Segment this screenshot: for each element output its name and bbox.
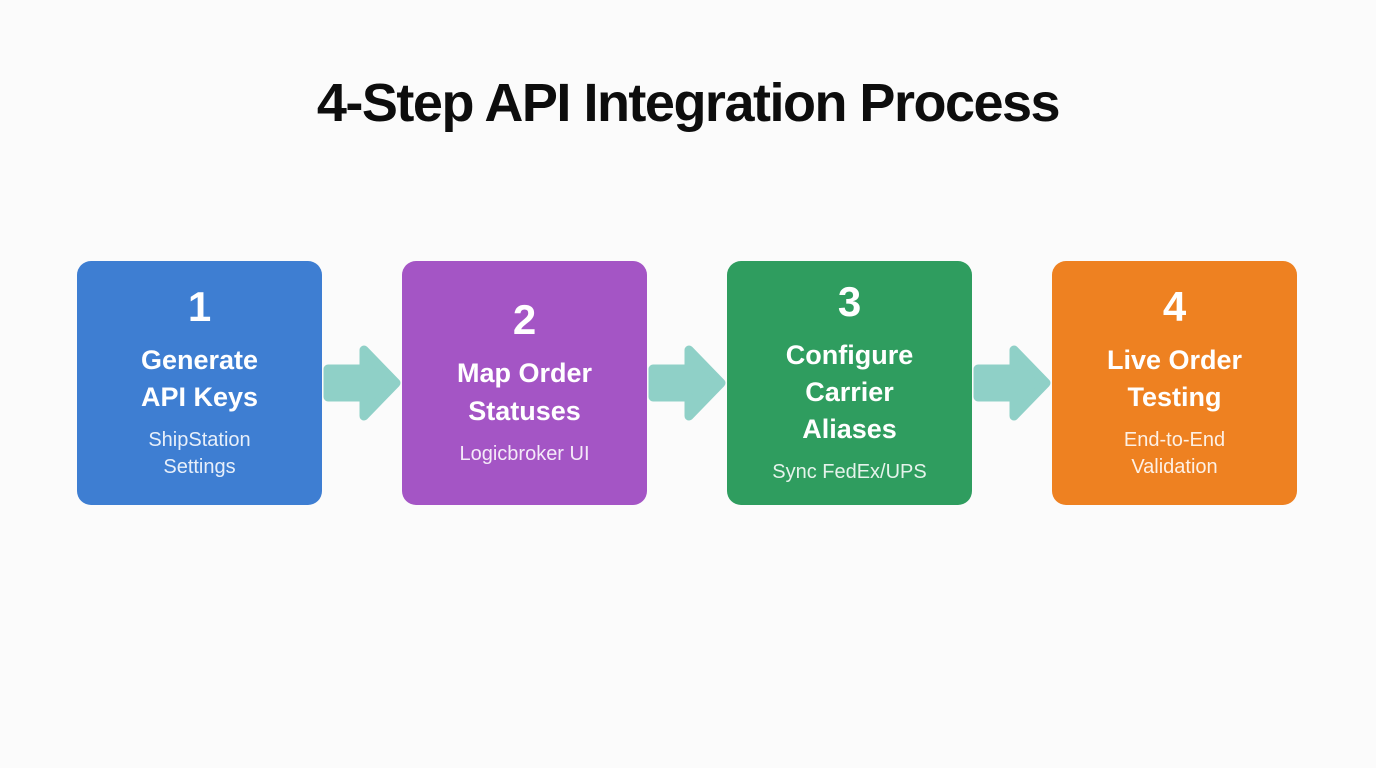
step-title: Generate API Keys [140, 344, 259, 413]
right-arrow-icon [323, 345, 401, 421]
page-title: 4-Step API Integration Process [316, 73, 1061, 133]
step-number: 3 [837, 277, 862, 325]
arrow-connector-1 [322, 261, 402, 505]
arrow-connector-2 [647, 261, 727, 505]
step-title: Configure Carrier Aliases [785, 339, 914, 445]
step-subtitle: End-to-End Validation [1123, 429, 1226, 479]
step-title: Live Order Testing [1106, 344, 1243, 413]
step-card-1: 1 Generate API Keys ShipStation Settings [77, 261, 322, 505]
step-card-3: 3 Configure Carrier Aliases Sync FedEx/U… [727, 261, 972, 505]
step-subtitle: ShipStation Settings [148, 429, 251, 479]
step-number: 1 [187, 282, 212, 330]
step-number: 4 [1162, 282, 1187, 330]
right-arrow-icon [648, 345, 726, 421]
step-subtitle: Logicbroker UI [459, 442, 590, 465]
step-subtitle: Sync FedEx/UPS [772, 461, 927, 484]
step-title: Map Order Statuses [456, 358, 593, 426]
arrow-connector-3 [972, 261, 1052, 505]
step-number: 2 [512, 296, 537, 344]
step-card-2: 2 Map Order Statuses Logicbroker UI [402, 261, 647, 505]
step-card-4: 4 Live Order Testing End-to-End Validati… [1052, 261, 1297, 505]
process-steps-row: 1 Generate API Keys ShipStation Settings… [77, 261, 1297, 505]
right-arrow-icon [973, 345, 1051, 421]
